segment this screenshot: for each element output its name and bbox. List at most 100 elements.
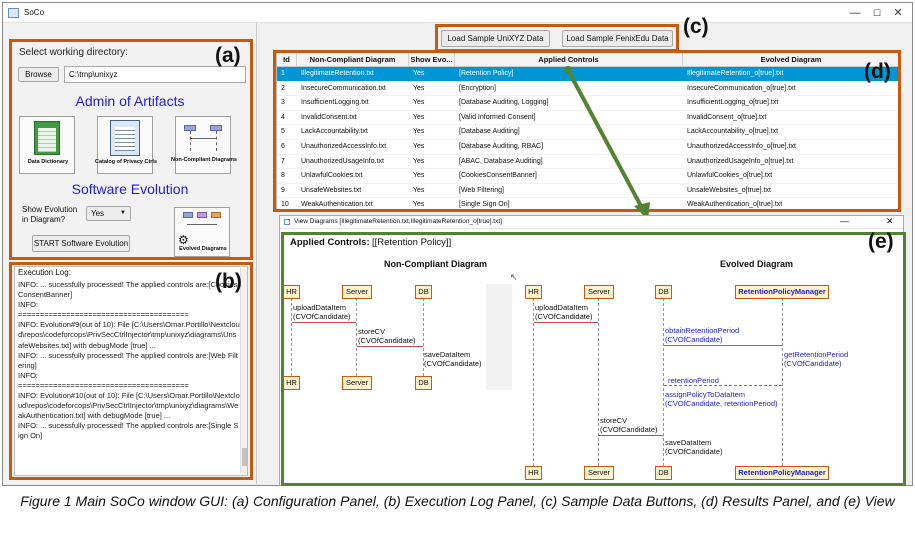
table-cell: Yes (413, 172, 425, 180)
table-cell: UnsafeWebsites_o[true].txt (687, 186, 771, 194)
applied-controls-value: [[Retention Policy]] (372, 237, 452, 248)
minimize-button[interactable]: — (849, 7, 861, 19)
noncompliant-diagram-title: Non-Compliant Diagram (384, 259, 488, 269)
hr-participant-bottom: HR (283, 376, 300, 390)
table-cell: WeakAuthentication_o[true].txt (687, 201, 783, 209)
ev-msg-upload: uploadDataItem (CVOfCandidate) (535, 303, 593, 321)
applied-controls-label: Applied Controls: (290, 237, 370, 248)
callout-d: (d) (864, 60, 891, 83)
ev-server-lifeline (598, 298, 599, 466)
table-cell: Yes (413, 143, 425, 150)
ev-hr-participant-bottom: HR (525, 466, 542, 480)
callout-c: (c) (683, 15, 709, 38)
table-cell: 1 (281, 70, 285, 77)
table-cell: [Database Auditing, Logging] (459, 99, 549, 107)
callout-a: (a) (215, 44, 241, 67)
ev-msg-get: getRetentionPeriod (CVOfCandidate) (784, 350, 849, 368)
table-cell: [Web Filtering] (459, 186, 504, 194)
catalog-button[interactable]: Catalog of Privacy Ctrls (95, 116, 157, 174)
nc-arrow-store (357, 346, 423, 347)
table-cell: 9 (281, 186, 285, 194)
load-unixyz-button[interactable]: Load Sample UniXYZ Data (441, 30, 550, 47)
table-cell: 3 (281, 99, 285, 107)
table-row[interactable]: 9 UnsafeWebsites.txt Yes [Web Filtering] Uns… (277, 184, 898, 199)
table-cell: Yes (413, 186, 425, 194)
diagram-gap (486, 284, 512, 390)
view-app-icon (284, 219, 290, 225)
table-cell: [CookiesConsentBanner] (459, 172, 537, 180)
ev-hr-participant: HR (525, 285, 542, 299)
nc-msg-save: saveDataItem (CVOfCandidate) (424, 350, 482, 368)
ev-server-participant: Server (584, 285, 614, 299)
table-cell: 7 (281, 157, 285, 165)
ev-msg-retention: retentionPeriod (668, 376, 719, 385)
table-cell: UnlawfulCookies_o[true].txt (687, 172, 773, 180)
table-cell: Yes (413, 157, 425, 165)
table-cell: InvalidConsent.txt (301, 113, 357, 121)
start-evolution-button[interactable]: START Software Evolution (32, 235, 130, 252)
nc-msg-upload: uploadDataItem (CVOfCandidate) (293, 303, 351, 321)
table-cell: 4 (281, 113, 285, 121)
log-title: Execution Log: (18, 268, 71, 277)
noncompliant-diagram (283, 284, 486, 390)
column-header[interactable]: Id (277, 53, 297, 67)
table-cell: InsecureCommunication_o[true].txt (687, 84, 796, 92)
table-cell: 6 (281, 143, 285, 150)
table-cell: UnauthorizedAccessInfo.txt (301, 143, 387, 150)
ev-arrow-store (599, 435, 663, 436)
table-cell: UnlawfulCookies.txt (301, 172, 363, 180)
view-close-button[interactable]: ✕ (886, 216, 894, 226)
ev-msg-store: storeCV (CVOfCandidate) (600, 416, 658, 434)
evolved-diagrams-button[interactable]: ⚙ Evolved Diagrams (174, 207, 230, 257)
maximize-button[interactable]: ☐ (872, 8, 882, 18)
clipboard-icon (110, 120, 140, 156)
table-cell: UnauthorizedUsageInfo_o[true].txt (687, 157, 794, 165)
data-dictionary-button[interactable]: Data Dictionary (19, 116, 75, 174)
table-cell: Yes (413, 201, 425, 209)
app-icon (8, 8, 19, 18)
log-text-area[interactable] (14, 266, 248, 476)
configuration-panel (9, 39, 253, 260)
working-dir-label: Select working directory: (19, 47, 128, 58)
close-button[interactable]: ✕ (893, 7, 903, 19)
noncompliant-diagrams-button[interactable]: Non-Compliant Diagrams (171, 116, 237, 174)
table-cell: InsufficientLogging.txt (301, 99, 369, 107)
ev-arrow-upload (534, 322, 598, 323)
table-cell: WeakAuthentication.txt (301, 201, 373, 209)
table-cell: [ABAC, Database Auditing] (459, 157, 543, 165)
gear-icon: ⚙ (178, 233, 189, 247)
ev-rpm-participant-bottom: RetentionPolicyManager (735, 466, 829, 480)
show-evolution-select[interactable]: Yes ▼ (86, 206, 131, 221)
working-dir-input[interactable]: C:\tmp\unixyz (64, 66, 246, 83)
view-titlebar: View Diagrams [IllegitimateRetention.txt… (280, 216, 903, 229)
browse-button[interactable]: Browse (18, 67, 59, 82)
table-cell: IllegitimateRetention_o[true].txt (687, 70, 784, 77)
log-scrollbar[interactable] (240, 268, 247, 474)
table-cell: UnsafeWebsites.txt (301, 186, 362, 194)
column-header[interactable]: Non-Compliant Diagram (297, 53, 409, 67)
server-participant: Server (342, 285, 372, 299)
db-participant: DB (415, 285, 432, 299)
figure-caption: Figure 1 Main SoCo window GUI: (a) Confi… (20, 493, 895, 509)
column-header[interactable]: Show Evo... (409, 53, 455, 67)
column-header[interactable]: Evolved Diagram (683, 53, 898, 67)
selection-arrow (564, 66, 650, 220)
table-cell: InvalidConsent_o[true].txt (687, 113, 767, 121)
table-cell: 10 (281, 201, 289, 209)
view-diagrams-window: View Diagrams [IllegitimateRetention.txt… (279, 215, 904, 486)
hr-lifeline (291, 298, 292, 376)
load-fenixedu-button[interactable]: Load Sample FenixEdu Data (562, 30, 673, 47)
ev-db-participant: DB (655, 285, 672, 299)
view-minimize-button[interactable]: — (840, 216, 849, 226)
evolved-diagrams-label: Evolved Diagrams (179, 246, 227, 252)
table-cell: [Database Auditing] (459, 128, 520, 136)
